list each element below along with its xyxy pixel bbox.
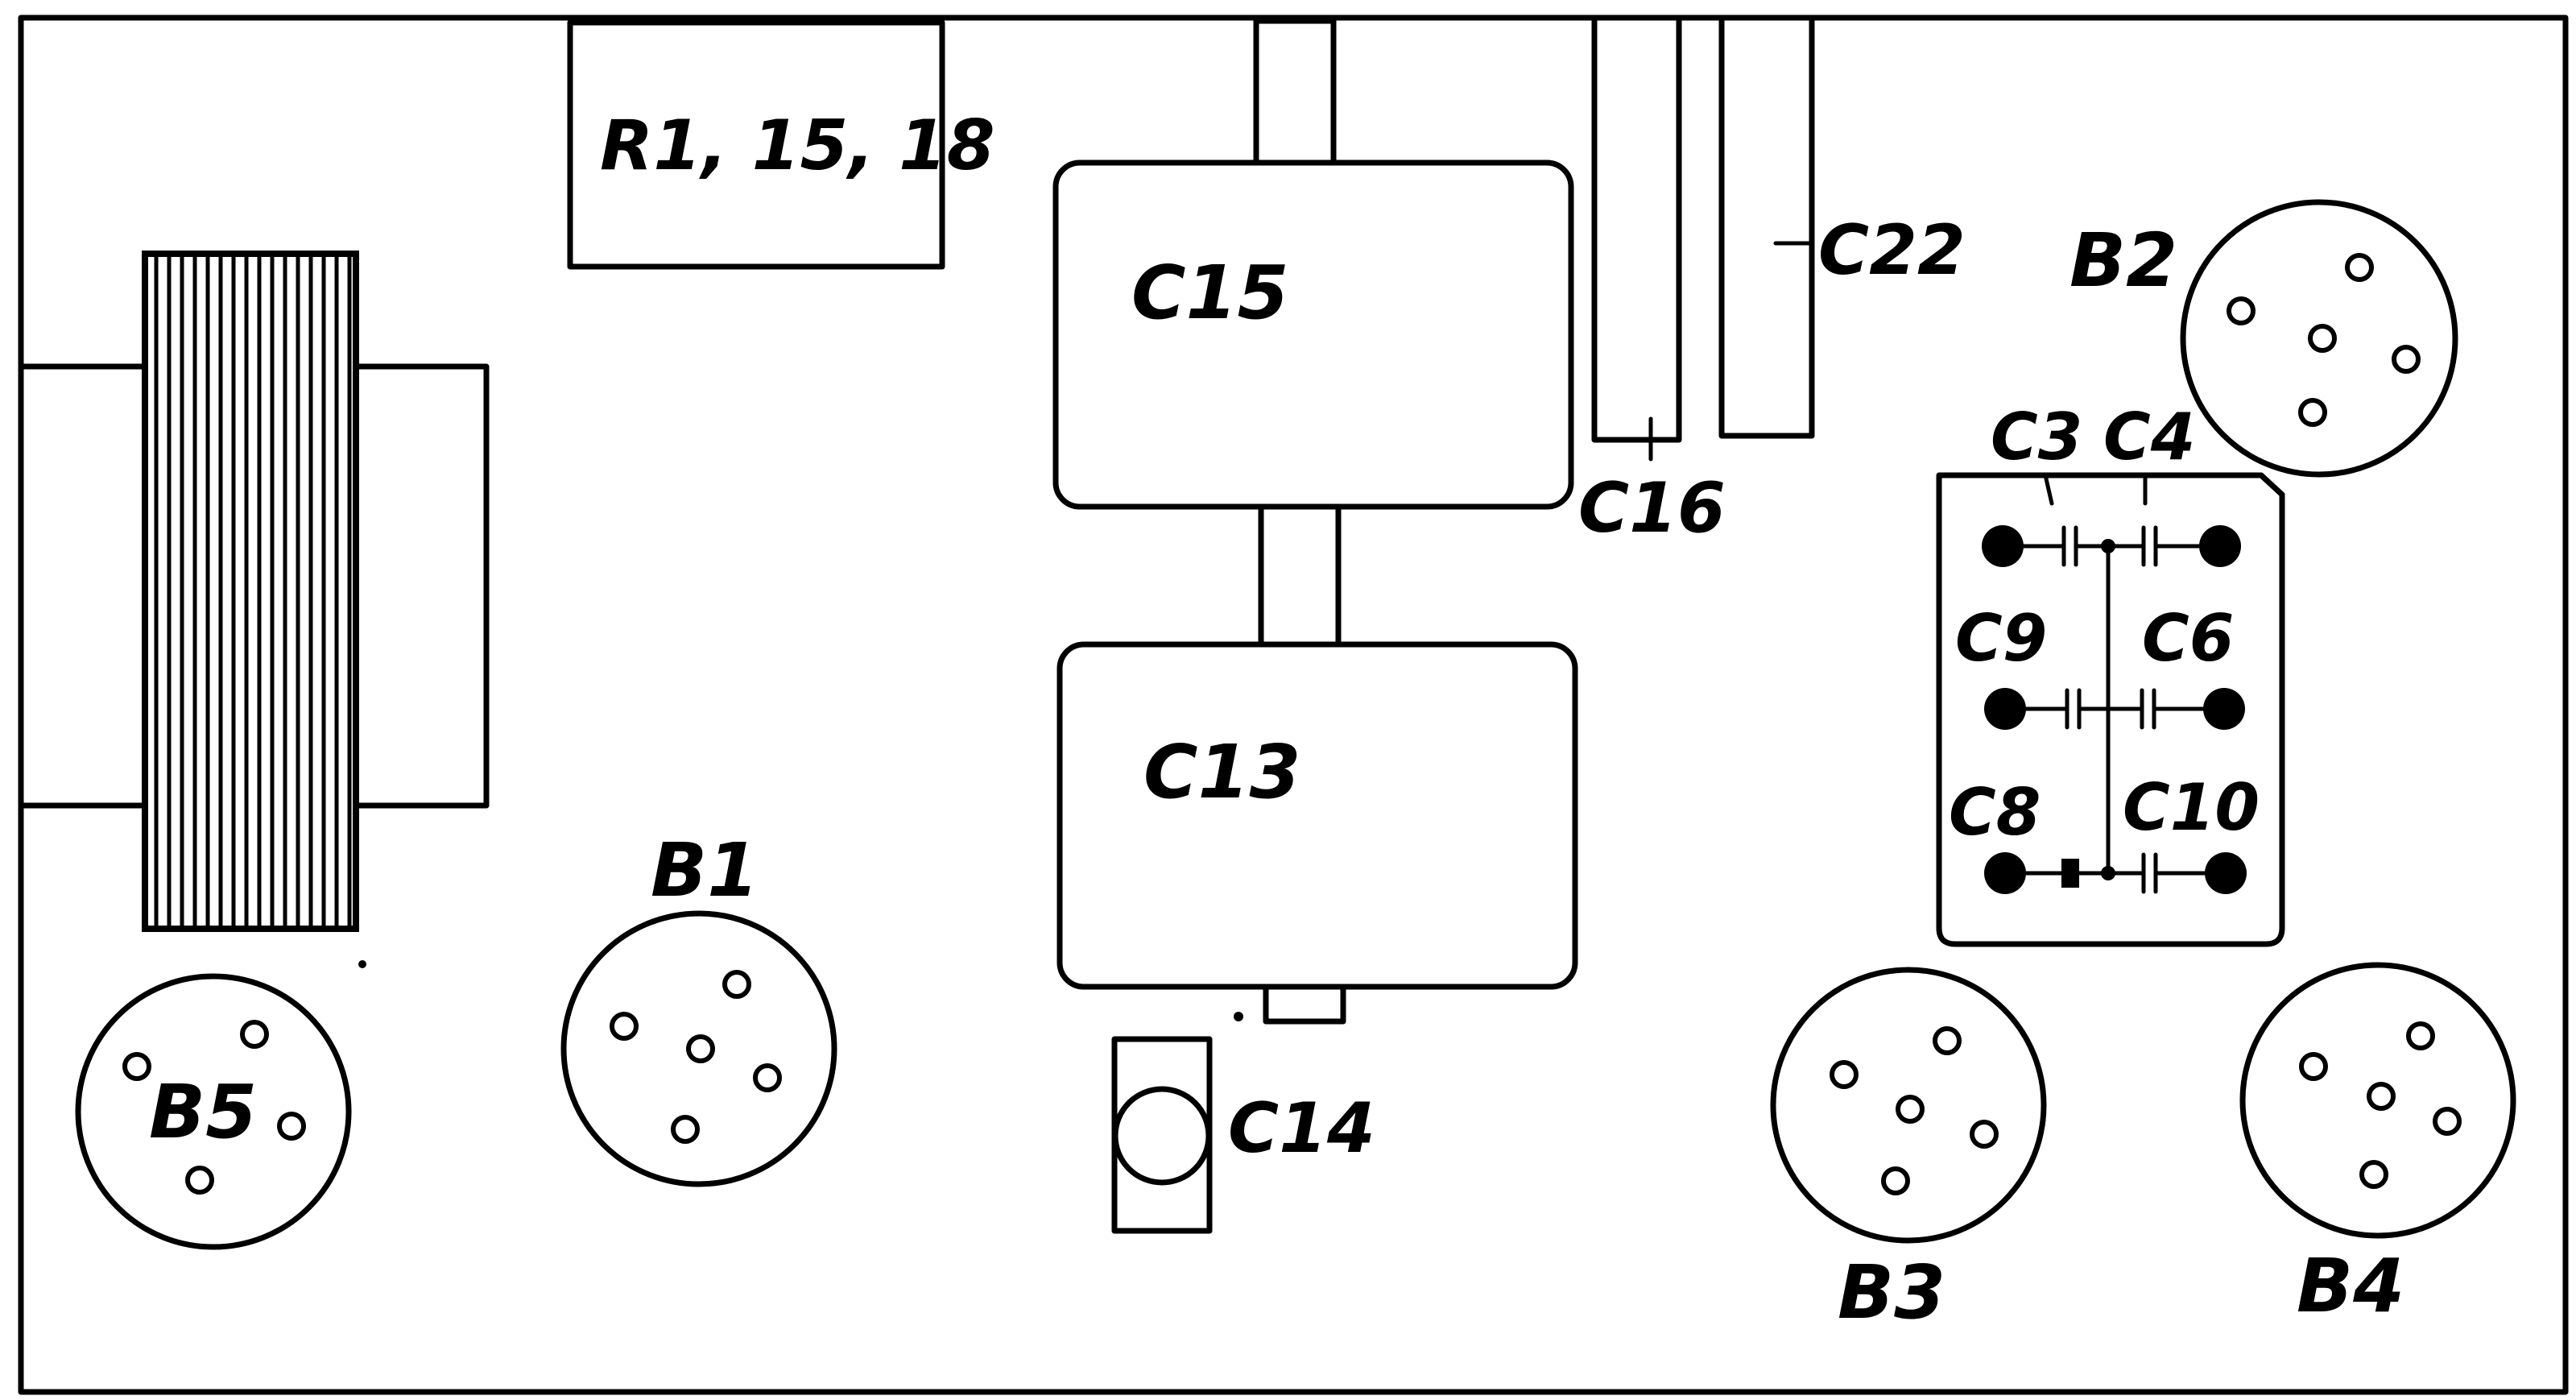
c8-body <box>2061 859 2079 888</box>
c8-label: C8 <box>1949 775 2041 850</box>
capacitor-c14-body <box>1111 1036 1213 1234</box>
socket-b2-pin <box>2345 253 2374 282</box>
socket-b4-pin <box>2359 1160 2388 1189</box>
socket-b3-pin <box>1970 1120 1999 1149</box>
socket-b5-pin <box>240 1020 269 1049</box>
capacitor-c16 <box>1591 18 1682 443</box>
b5-label: B5 <box>149 1069 257 1155</box>
c3-leader <box>2043 473 2054 506</box>
tube-socket-b1 <box>560 910 837 1187</box>
socket-b3-pin <box>1830 1060 1859 1089</box>
stray-mark <box>358 960 366 968</box>
socket-b2-outline <box>2180 199 2458 478</box>
winding-hatching <box>154 256 352 926</box>
socket-b5-pin <box>122 1052 151 1081</box>
chassis-outline <box>18 14 2569 1395</box>
socket-b3-pin <box>1933 1026 1962 1055</box>
c9-label: C9 <box>1955 601 2047 676</box>
socket-b3-pin <box>1896 1095 1925 1124</box>
c16-label: C16 <box>1578 468 1726 549</box>
capacitor-c14-disc <box>1112 1086 1212 1186</box>
socket-b4-pin <box>2406 1021 2435 1050</box>
resistor-block <box>567 19 945 270</box>
c13-tab-dot <box>1234 1012 1243 1021</box>
c4-label: C4 <box>2103 400 2195 474</box>
socket-b2-pin <box>2227 296 2256 325</box>
b1-label: B1 <box>651 827 759 913</box>
socket-b4-pin <box>2433 1107 2462 1136</box>
socket-b5-pin <box>185 1166 214 1195</box>
socket-b5-pin <box>277 1112 306 1141</box>
b2-label: B2 <box>2069 217 2177 304</box>
socket-b3-pin <box>1881 1166 1910 1195</box>
c3-label: C3 <box>1991 400 2082 474</box>
resistor-block-label: R1, 15, 18 <box>600 106 995 186</box>
c22-label: C22 <box>1818 210 1966 291</box>
socket-b1-pin <box>753 1063 782 1092</box>
b4-label: B4 <box>2297 1243 2404 1329</box>
socket-b3-outline <box>1770 967 2047 1244</box>
socket-b4-pin <box>2299 1052 2328 1081</box>
socket-b2-pin <box>2298 398 2327 427</box>
socket-b1-pin <box>610 1012 639 1041</box>
c6-label: C6 <box>2142 601 2234 676</box>
socket-b1-outline <box>560 910 837 1187</box>
socket-b1-pin <box>722 970 751 999</box>
socket-b4-pin <box>2367 1082 2396 1111</box>
socket-b1-pin <box>671 1115 700 1144</box>
transformer <box>18 251 490 932</box>
c15-c13-connector <box>1258 503 1342 648</box>
c13-label: C13 <box>1143 729 1301 815</box>
tube-socket-b3 <box>1770 967 2047 1244</box>
c10-label: C10 <box>2123 770 2260 845</box>
tube-socket-b2 <box>2180 199 2458 478</box>
socket-b5-outline <box>75 973 352 1250</box>
socket-b2-pin <box>2392 345 2421 374</box>
capacitor-network-outline <box>1936 472 2285 947</box>
c14-label: C14 <box>1228 1088 1375 1169</box>
socket-b2-pin <box>2308 324 2337 353</box>
socket-b1-pin <box>686 1034 715 1063</box>
row3-junction <box>2101 866 2115 880</box>
capacitor-c22 <box>1718 18 1815 439</box>
c13-bottom-tab <box>1263 984 1346 1025</box>
b3-label: B3 <box>1838 1249 1945 1336</box>
c15-label: C15 <box>1131 250 1289 336</box>
row1-junction <box>2101 539 2115 553</box>
capacitor-c13 <box>1056 641 1578 990</box>
tube-socket-b5 <box>75 973 352 1250</box>
tube-socket-b4 <box>2239 962 2516 1239</box>
c15-connector-top <box>1253 18 1337 166</box>
capacitor-network: C3 C4 C9 C6 C8 C10 <box>1936 400 2285 947</box>
socket-b4-outline <box>2239 962 2516 1239</box>
